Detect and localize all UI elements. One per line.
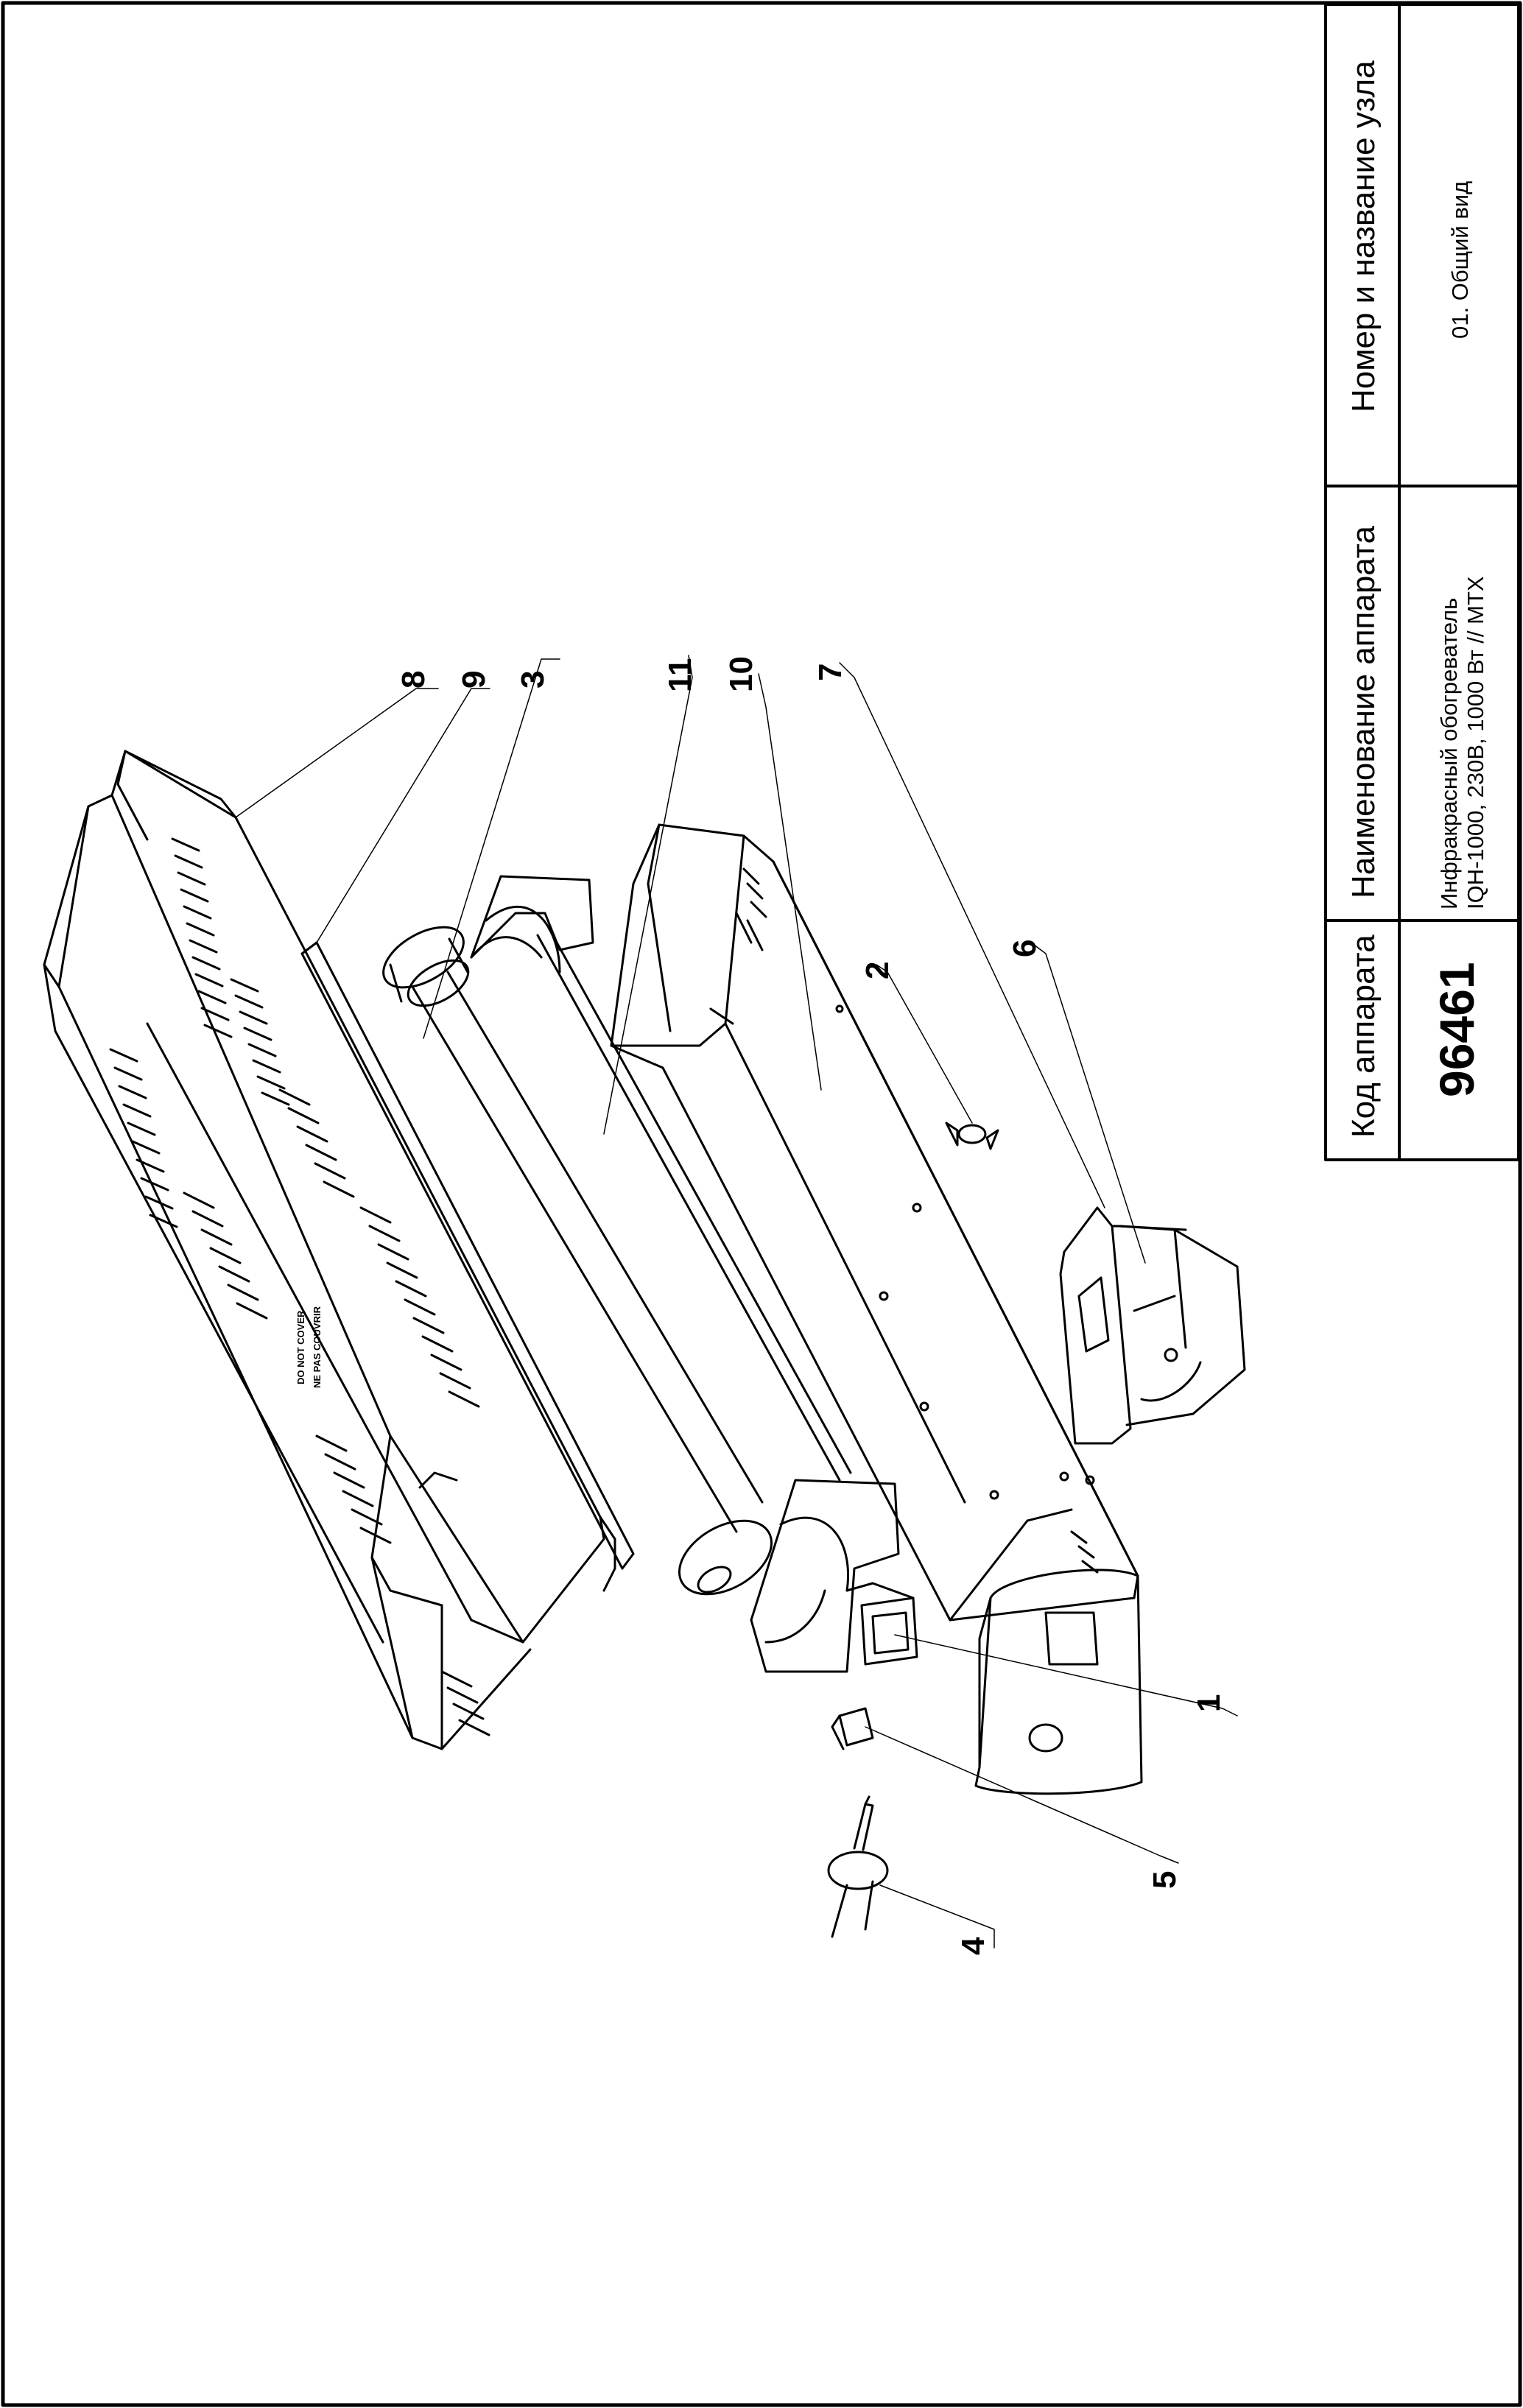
callout-5: 5 (1147, 1870, 1183, 1889)
callout-1: 1 (1191, 1694, 1227, 1712)
part-4-plug (827, 1795, 889, 1938)
end-cover-plate (974, 1569, 1143, 1795)
part-10-rail (536, 926, 852, 1482)
part-1-rocker-switch (845, 1582, 918, 1666)
callout-4: 4 (955, 1937, 991, 1955)
part-11-base-tray (610, 823, 1139, 1622)
device-name-line2: IQH-1000, 230В, 1000 Вт // MTX (1463, 576, 1488, 909)
part-3-heating-tube (382, 926, 773, 1596)
leader-lines (235, 655, 1238, 1948)
code-header: Код аппарата (1346, 934, 1382, 1138)
device-code: 96461 (1429, 962, 1484, 1097)
part-11-brackets (470, 875, 900, 1673)
part-11-tray-holes (709, 867, 1099, 1574)
housing-warning-label-1: DO NOT COVER (295, 1310, 306, 1384)
part-2-wing-nut (945, 1122, 999, 1150)
part-5-cord-grommet (831, 1707, 874, 1750)
part-9-reflector (300, 941, 635, 1570)
device-name-header: Наименование аппарата (1346, 526, 1382, 898)
node-name: 01. Общий вид (1447, 180, 1473, 339)
device-name-line1: Инфракрасный обогреватель (1436, 597, 1462, 909)
callout-11: 11 (662, 658, 698, 692)
housing-warning-label-2: NE PAS COUVRIR (312, 1306, 323, 1388)
callout-2: 2 (859, 961, 896, 979)
title-block-frame (1324, 3, 1520, 1161)
callout-10: 10 (723, 656, 759, 692)
part-8-front-grille (43, 750, 616, 1750)
node-header: Номер и название узла (1346, 60, 1382, 412)
callout-3: 3 (515, 670, 551, 689)
callout-6: 6 (1007, 939, 1043, 957)
part-8-vent-slots (109, 837, 490, 1736)
part-6-7-side-bracket (1059, 1206, 1246, 1445)
callout-9: 9 (456, 670, 492, 689)
callout-8: 8 (395, 670, 432, 689)
callout-7: 7 (812, 663, 848, 681)
